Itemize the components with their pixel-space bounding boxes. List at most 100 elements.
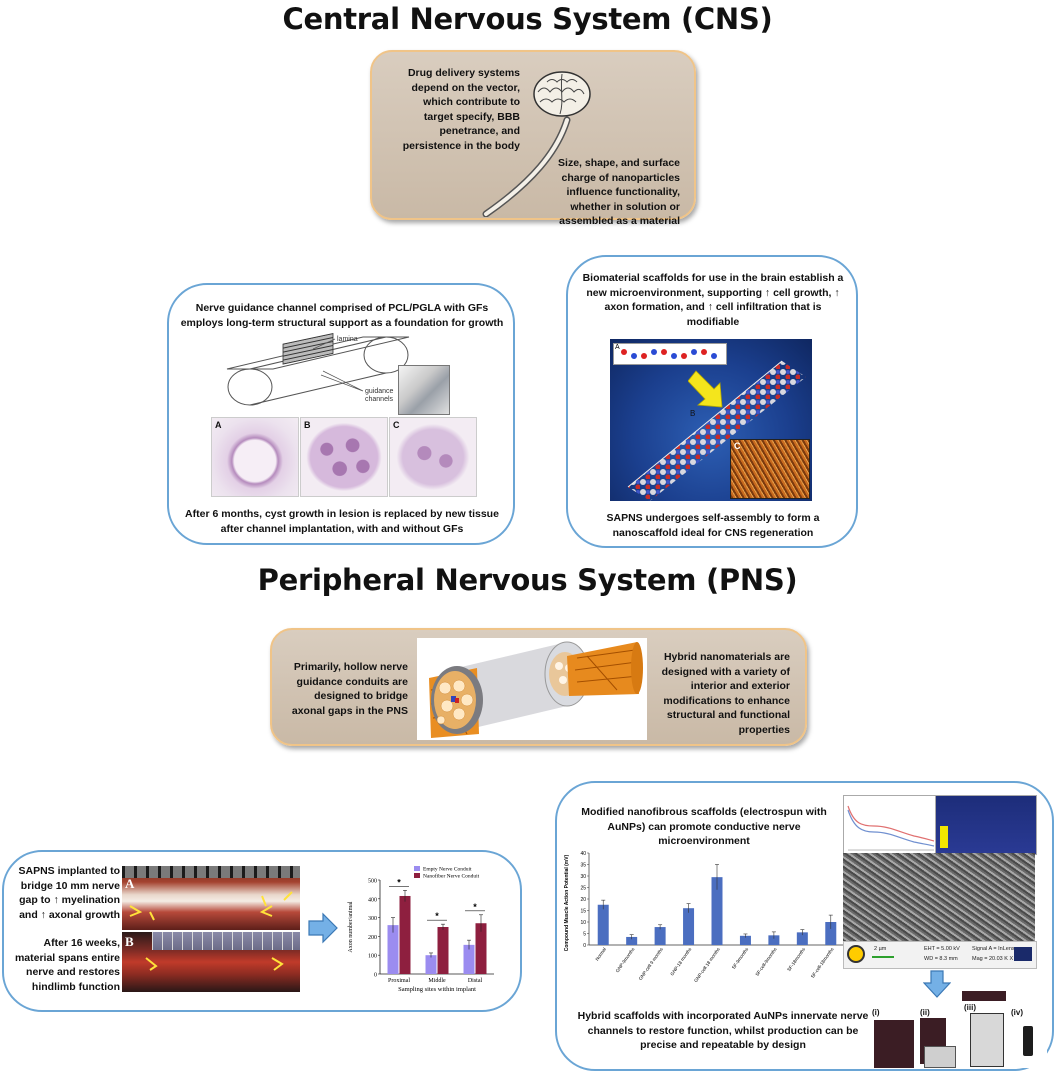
sapns-label-b: B [690,409,696,418]
axon-y-tick-label: 200 [368,935,377,941]
guidance-channel-diagram: lamina guidance channels [226,333,410,406]
cmap-category-label: GNP-cell 9 months [638,946,665,981]
histology-panel-c: C [389,417,477,497]
pns-left-text: Primarily, hollow nerve guidance conduit… [291,661,408,717]
aunp-bottom-text: Hybrid scaffolds with incorporated AuNPs… [577,1010,869,1051]
axon-y-tick-label: 500 [368,879,377,885]
brain-spinal-cord-icon [482,71,591,217]
channels-label: channels [365,396,394,403]
sem-eht: EHT = 5.00 kV [924,946,960,952]
zeiss-logo [1014,947,1032,961]
axon-category-label: Proximal [388,978,410,984]
sapns-implant-box: SAPNS implanted to bridge 10 mm nerve ga… [2,850,522,1012]
peptide-strip: A [613,343,727,365]
photo-a-label: A [125,876,135,891]
sapns-top-text: Biomaterial scaffolds for use in the bra… [582,272,844,328]
cns-right-text: Size, shape, and surface charge of nanop… [558,157,680,227]
aunp-top-text: Modified nanofibrous scaffolds (electros… [581,806,827,847]
axon-y-tick-label: 0 [374,973,377,979]
cmap-y-tick-label: 15 [580,909,586,915]
cmap-bar [683,908,695,945]
cmap-y-tick-label: 25 [580,886,586,892]
cmap-category-label: SF-18months [786,946,806,972]
cmap-y-tick-label: 10 [580,920,586,926]
axon-bar [425,955,437,974]
pns-title: Peripheral Nervous System (PNS) [257,563,798,597]
guidance-label: guidance [365,388,394,395]
sem-info-bar: 2 µm EHT = 5.00 kV WD = 8.3 mm Signal A … [843,941,1037,969]
axon-significance-star: * [397,877,401,887]
panel-a-label: A [215,420,222,430]
axon-legend-swatch [414,866,420,871]
implant-photo-b: B [122,932,300,992]
pns-conduit-box: Primarily, hollow nerve guidance conduit… [270,628,807,746]
cmap-y-tick-label: 5 [583,932,586,938]
panel-c-label: C [393,420,400,430]
axon-legend-label: Nanofiber Nerve Conduit [423,873,480,880]
photo-b-label: B [125,934,134,949]
nerve-conduit-illustration [417,638,647,740]
sapns-label-a: A [615,344,620,351]
label-i: (i) [872,1008,880,1017]
cns-title: Central Nervous System (CNS) [282,2,773,36]
axon-bar [387,925,399,974]
sapns-label-c: C [734,441,741,451]
panel-b-label: B [304,420,311,430]
cmap-category-label: GNP-cell 18 months [693,946,721,983]
channel-top-text: Nerve guidance channel comprised of PCL/… [180,302,504,329]
axon-y-tick-label: 300 [368,916,377,922]
axon-bar [475,923,487,974]
axon-y-tick-label: 400 [368,897,377,903]
label-iv: (iv) [1011,1008,1023,1017]
cmap-bar [597,904,609,945]
axon-legend-swatch [414,873,420,878]
cmap-category-label: SF-cell-18months [810,946,835,979]
conduit-sample-iv: (iv) [1009,1008,1047,1068]
cmap-bar [626,936,638,945]
axon-significance-star: * [435,911,439,921]
aunp-scaffold-box: Modified nanofibrous scaffolds (electros… [555,781,1054,1071]
cmap-category-label: Normal [594,947,607,962]
pns-right-text: Hybrid nanomaterials are designed with a… [661,651,790,736]
axon-category-label: Middle [428,978,446,984]
cmap-category-label: SF-9months [731,946,750,970]
axon-y-label: Axon number/animal [348,901,354,952]
cmap-bar [796,932,808,945]
afm-inset: C [730,439,810,499]
sem-nanofiber-image [843,853,1035,941]
ruler-a [122,866,300,878]
label-ii: (ii) [920,1008,930,1017]
conduit-sample-i: (i) [870,1008,918,1068]
axon-category-label: Distal [468,978,483,984]
ruler-b [152,932,300,950]
right-arrow-icon [308,912,338,944]
implant-text-2: After 16 weeks, material spans entire ne… [14,937,120,993]
axon-bar [399,895,411,974]
cmap-category-label: GNP-18 months [669,946,692,976]
implant-text-1: SAPNS implanted to bridge 10 mm nerve ga… [18,865,120,921]
cns-drug-delivery-box: Drug delivery systems depend on the vect… [370,50,696,227]
cmap-category-label: GNP-9months [615,946,636,973]
cmap-bar [768,935,780,945]
blue-spectrum-inset [935,795,1037,855]
label-iii: (iii) [964,1003,976,1012]
sem-wd: WD = 8.3 mm [924,956,958,962]
cmap-y-tick-label: 40 [580,851,586,857]
cmap-bar [711,877,723,945]
yellow-arrow-icon [688,370,723,408]
axon-bar [437,927,449,974]
sem-scale: 2 µm [874,946,887,952]
channel-photo-inset [398,365,450,415]
cmap-y-tick-label: 0 [583,943,586,949]
axon-y-tick-label: 100 [368,954,377,960]
axon-x-label: Sampling sites within implant [398,986,476,993]
microscope-logo [847,945,865,963]
nanofiber-ribbon [627,360,806,501]
spectra-inset [843,795,937,855]
cns-left-text: Drug delivery systems depend on the vect… [402,67,520,152]
cmap-y-label: Compound Muscle Action Potential (mV) [564,854,570,951]
cmap-bar [825,922,837,945]
cmap-y-tick-label: 35 [580,863,586,869]
histology-panel-b: B [300,417,388,497]
